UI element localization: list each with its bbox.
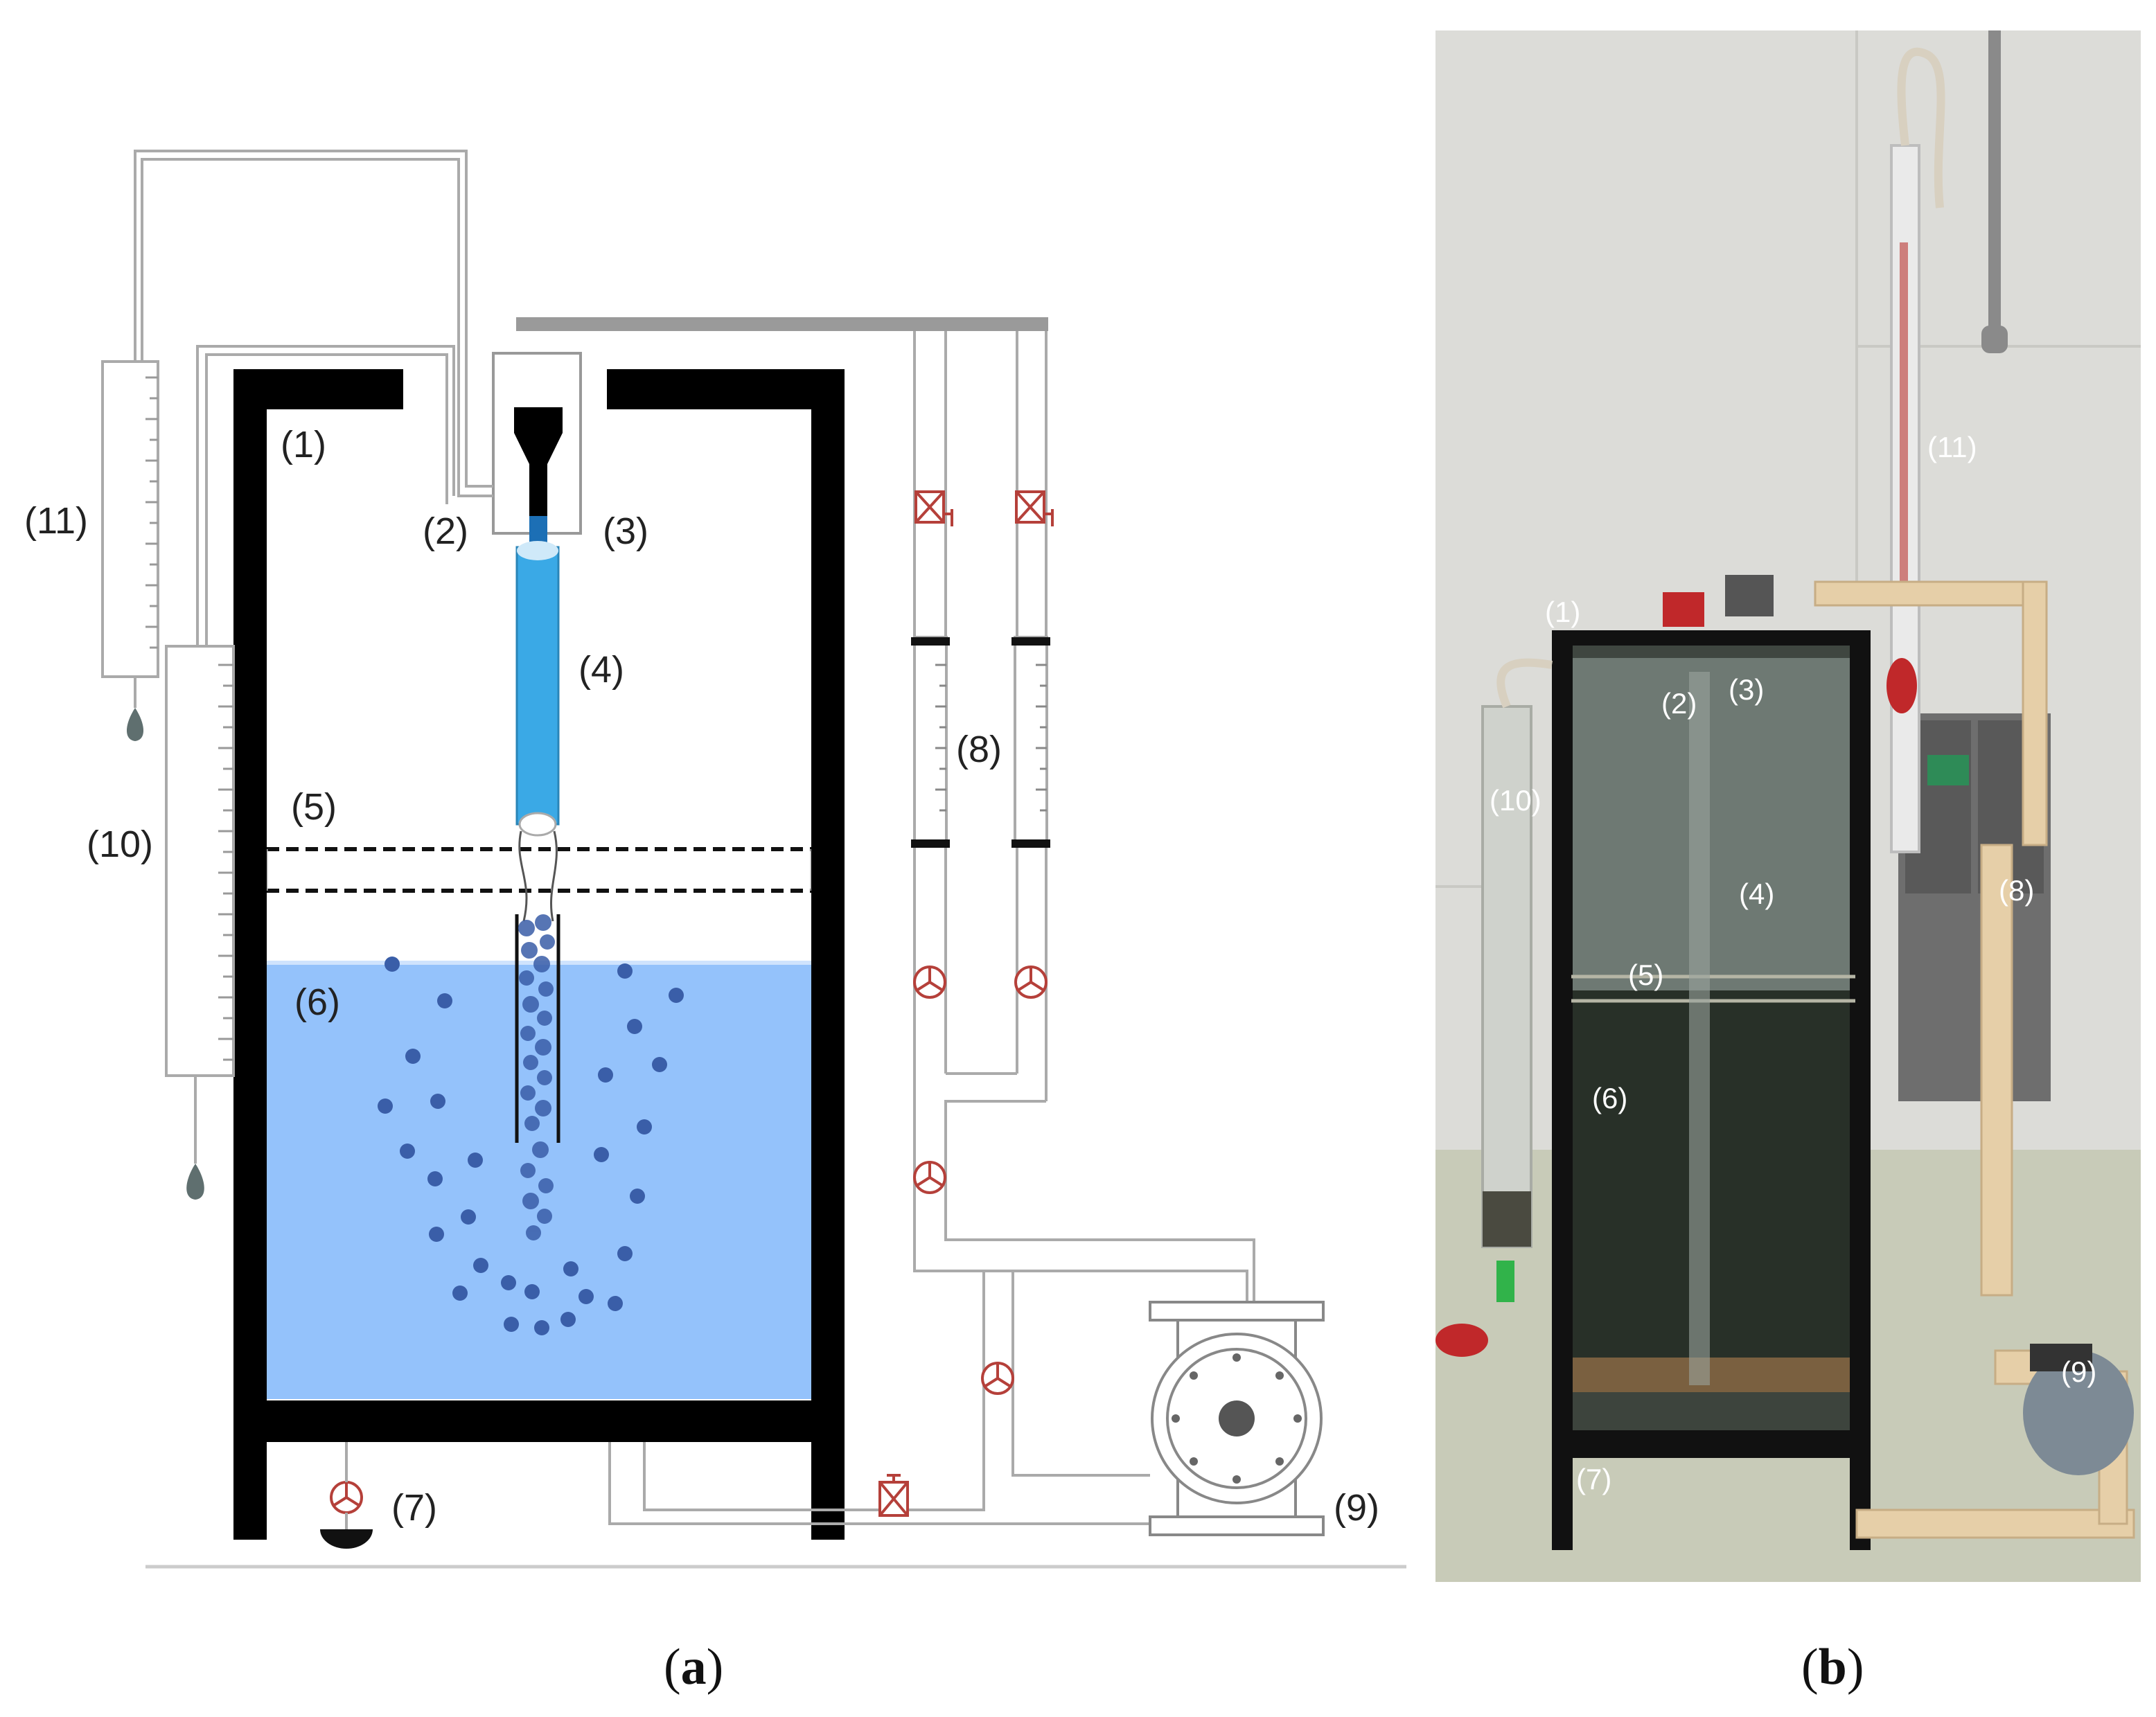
label-a-4: (4): [578, 649, 624, 691]
bubble-plume: [518, 914, 555, 1240]
label-a-2: (2): [423, 510, 468, 552]
label-b-1: (1): [1545, 596, 1580, 628]
feed-pipe: [492, 317, 1048, 551]
pump-9: [1149, 1301, 1325, 1536]
label-b-2: (2): [1661, 687, 1697, 720]
label-b-8: (8): [1999, 874, 2034, 907]
caption-b: (b): [1801, 1639, 1864, 1696]
level-gauge-10: [165, 345, 455, 1164]
ball-valve-drain: [330, 1481, 363, 1514]
downcomer-tube: [515, 541, 560, 1143]
label-a-3: (3): [603, 510, 648, 552]
gate-valves: [878, 490, 1054, 1517]
label-a-5: (5): [291, 786, 337, 828]
drain-7: [320, 1442, 373, 1549]
manometer-11: [101, 150, 493, 708]
caption-a: (a): [664, 1639, 724, 1696]
gate-valve-left: [914, 490, 953, 526]
label-b-7: (7): [1576, 1463, 1611, 1495]
label-b-4: (4): [1739, 878, 1774, 910]
label-a-10: (10): [87, 824, 153, 865]
panel-a-schematic: (1) (2) (3) (4) (5) (6) (7) (8) (9) (10)…: [24, 150, 1406, 1569]
label-a-1: (1): [281, 424, 326, 465]
ball-valves: [330, 966, 1048, 1514]
ball-valve-2: [1014, 966, 1048, 999]
dispersed-bubbles: [378, 957, 684, 1335]
label-b-3: (3): [1729, 673, 1764, 706]
label-b-9: (9): [2061, 1355, 2096, 1388]
label-b-5: (5): [1628, 959, 1663, 991]
panel-b-photo: (1) (2) (3) (4) (5) (6) (7) (8) (9) (10)…: [1435, 30, 2141, 1582]
label-a-11: (11): [24, 500, 88, 542]
label-a-9: (9): [1334, 1487, 1379, 1529]
label-b-6: (6): [1592, 1082, 1627, 1114]
label-a-7: (7): [391, 1487, 437, 1529]
ball-valve-3: [913, 1161, 946, 1194]
nozzle: [514, 407, 563, 533]
drip-11: [126, 708, 144, 741]
label-b-10: (10): [1490, 784, 1541, 817]
perforated-plate: [265, 847, 813, 893]
label-b-11: (11): [1927, 431, 1977, 463]
tank-walls: [233, 369, 845, 1540]
gate-valve-bottom: [878, 1474, 909, 1517]
caption-b-letter: b: [1818, 1639, 1847, 1696]
caption-a-letter: a: [680, 1639, 707, 1696]
rotameters-8: [911, 636, 1050, 848]
label-a-8: (8): [956, 729, 1002, 770]
ball-valve-1: [913, 966, 946, 999]
label-a-6: (6): [294, 981, 340, 1023]
gate-valve-right: [1015, 490, 1054, 526]
ball-valve-4: [981, 1362, 1014, 1395]
drip-10: [186, 1164, 204, 1200]
photo-pump: [2023, 1351, 2134, 1475]
